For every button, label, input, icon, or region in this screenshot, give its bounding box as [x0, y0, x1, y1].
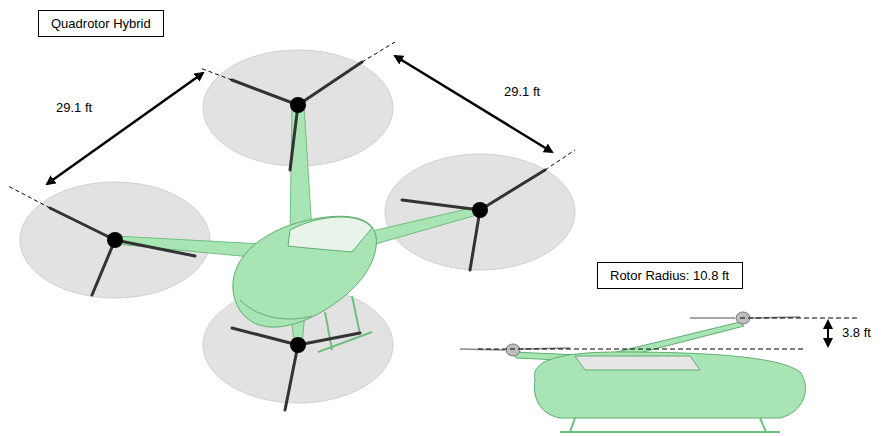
span-dimension: 29.1 ft	[54, 100, 94, 115]
title-box: Quadrotor Hybrid	[38, 10, 164, 37]
height-dimension: 3.8 ft	[840, 325, 873, 340]
dimension-box: Rotor Radius: 10.8 ft	[597, 262, 743, 289]
box-text: Quadrotor Hybrid	[51, 16, 151, 31]
box-text: Rotor Radius: 10.8 ft	[610, 268, 730, 283]
span-dimension: 29.1 ft	[502, 84, 542, 99]
